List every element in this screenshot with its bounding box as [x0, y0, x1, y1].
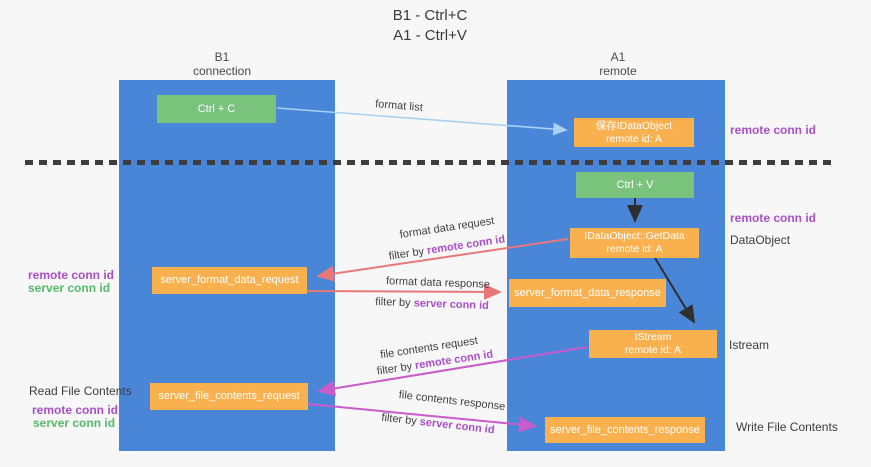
store-idataobject-line1: 保存IDataObject — [595, 119, 673, 132]
server-conn-id-emph: server conn id — [413, 297, 490, 312]
title-line-2: A1 - Ctrl+V — [393, 27, 467, 44]
server-file-contents-request-label: server_file_contents_request — [158, 390, 300, 402]
ctrl-v-box: Ctrl + V — [576, 172, 694, 198]
remote-conn-id-label-left-1: remote conn id — [28, 268, 115, 282]
store-idataobject-box: 保存IDataObject remote id: A — [574, 118, 694, 147]
ctrl-v-label: Ctrl + V — [616, 178, 654, 191]
istream-line1: IStream — [634, 331, 672, 343]
filter-by-text: filter by — [380, 411, 421, 428]
istream-box: IStream remote id: A — [589, 330, 717, 358]
istream-side-label: Istream — [729, 338, 770, 352]
file-contents-response-filter-label: filter by server conn id — [381, 412, 495, 437]
remote-conn-id-label-top-right: remote conn id — [730, 123, 817, 137]
lifeline-header-b1: B1 connection — [158, 50, 286, 78]
istream-line2: remote id: A — [624, 344, 682, 356]
remote-conn-id-label-left-2: remote conn id — [32, 403, 119, 417]
format-list-label: format list — [374, 98, 424, 114]
idataobject-getdata-box: IDataObject::GetData remote id: A — [570, 228, 699, 258]
read-file-contents-label: Read File Contents — [29, 384, 132, 398]
server-format-data-response-box: server_format_data_response — [509, 279, 666, 307]
write-file-contents-label: Write File Contents — [736, 420, 838, 434]
filter-by-text: filter by — [376, 360, 416, 378]
lifeline-a1-role: remote — [599, 64, 637, 78]
dataobject-label: DataObject — [730, 233, 791, 247]
lifeline-header-a1: A1 remote — [554, 50, 682, 78]
server-format-data-request-box: server_format_data_request — [152, 267, 307, 294]
ctrl-c-label: Ctrl + C — [197, 102, 236, 115]
lifeline-a1-name: A1 — [610, 50, 626, 64]
diagram-title: B1 - Ctrl+C A1 - Ctrl+V — [330, 6, 530, 46]
store-idataobject-line2: remote id: A — [605, 132, 663, 145]
remote-conn-id-emph: remote conn id — [426, 233, 506, 257]
phase-divider-dashed-line — [25, 160, 833, 165]
lifeline-b1-name: B1 — [214, 50, 230, 64]
server-conn-id-label-left-2: server conn id — [33, 416, 116, 430]
title-line-1: B1 - Ctrl+C — [392, 7, 468, 24]
server-file-contents-response-label: server_file_contents_response — [550, 423, 700, 436]
format-data-response-filter-label: filter by server conn id — [375, 296, 489, 312]
format-data-response-arrow — [306, 283, 502, 300]
remote-conn-id-label-mid-right: remote conn id — [730, 211, 817, 225]
file-contents-response-label: file contents response — [398, 388, 506, 414]
server-file-contents-request-box: server_file_contents_request — [150, 383, 308, 410]
ctrl-c-box: Ctrl + C — [157, 95, 276, 123]
server-conn-id-emph: server conn id — [419, 415, 496, 437]
format-data-response-label: format data response — [385, 275, 491, 291]
filter-by-text: filter by — [388, 245, 428, 263]
getdata-line1: IDataObject::GetData — [584, 230, 685, 242]
filter-by-text: filter by — [374, 296, 414, 310]
server-format-data-response-label: server_format_data_response — [514, 286, 661, 299]
server-conn-id-label-left-1: server conn id — [28, 281, 111, 295]
lifeline-b1-role: connection — [192, 64, 252, 78]
getdata-line2: remote id: A — [606, 243, 663, 255]
server-file-contents-response-box: server_file_contents_response — [545, 417, 705, 443]
server-format-data-request-label: server_format_data_request — [160, 274, 299, 286]
